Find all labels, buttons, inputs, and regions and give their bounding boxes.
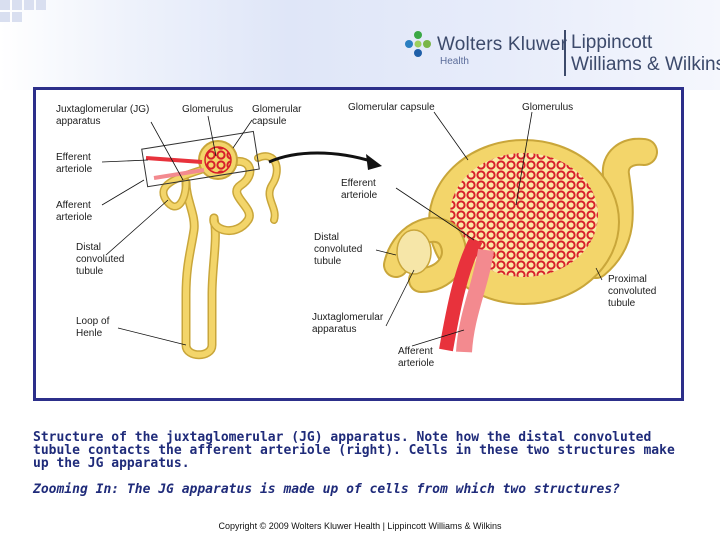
copyright-footer: Copyright © 2009 Wolters Kluwer Health |… <box>218 521 502 531</box>
figure-caption: Structure of the juxtaglomerular (JG) ap… <box>33 430 675 471</box>
renal-corpuscle-detail <box>383 137 658 353</box>
afferent-arteriole-detail <box>456 248 494 353</box>
jg-apparatus-illustration: Juxtaglomerular (JG)apparatus Glomerulus… <box>56 102 658 369</box>
wolters-kluwer-logo-icon <box>405 31 431 57</box>
zoom-box <box>141 130 260 188</box>
header-banner: Wolters Kluwer Health Lippincott William… <box>0 0 720 90</box>
leader-lines <box>101 111 603 347</box>
publisher-left-name: Wolters Kluwer <box>437 34 568 55</box>
publisher-right-line2: Williams & Wilkins <box>571 54 720 75</box>
zooming-in-question: Zooming In: The JG apparatus is made up … <box>33 482 620 497</box>
zoom-arrowhead-icon <box>366 154 382 170</box>
glomerulus-overview <box>204 146 232 174</box>
label-glomerular-capsule-right: Glomerular capsule <box>348 102 435 113</box>
efferent-arteriole-overview <box>145 156 203 164</box>
label-jg-apparatus-left: Juxtaglomerular (JG)apparatus <box>56 104 149 127</box>
figure-labels: Juxtaglomerular (JG)apparatus Glomerulus… <box>56 102 656 369</box>
logo-divider <box>564 30 566 76</box>
publisher-sub-name: Health <box>440 56 469 67</box>
zoom-arrow <box>268 151 375 164</box>
corner-grid-decoration <box>0 0 60 22</box>
macula-densa <box>396 229 432 275</box>
efferent-arteriole-detail <box>439 236 483 352</box>
nephron-overview <box>141 130 281 360</box>
publisher-right-line1: Lippincott <box>571 32 653 53</box>
label-glomerulus-left: Glomerulus <box>182 104 233 115</box>
figure-frame: Juxtaglomerular (JG)apparatus Glomerulus… <box>33 87 684 401</box>
label-glomerulus-right: Glomerulus <box>522 102 573 113</box>
afferent-arteriole-overview <box>153 168 205 180</box>
